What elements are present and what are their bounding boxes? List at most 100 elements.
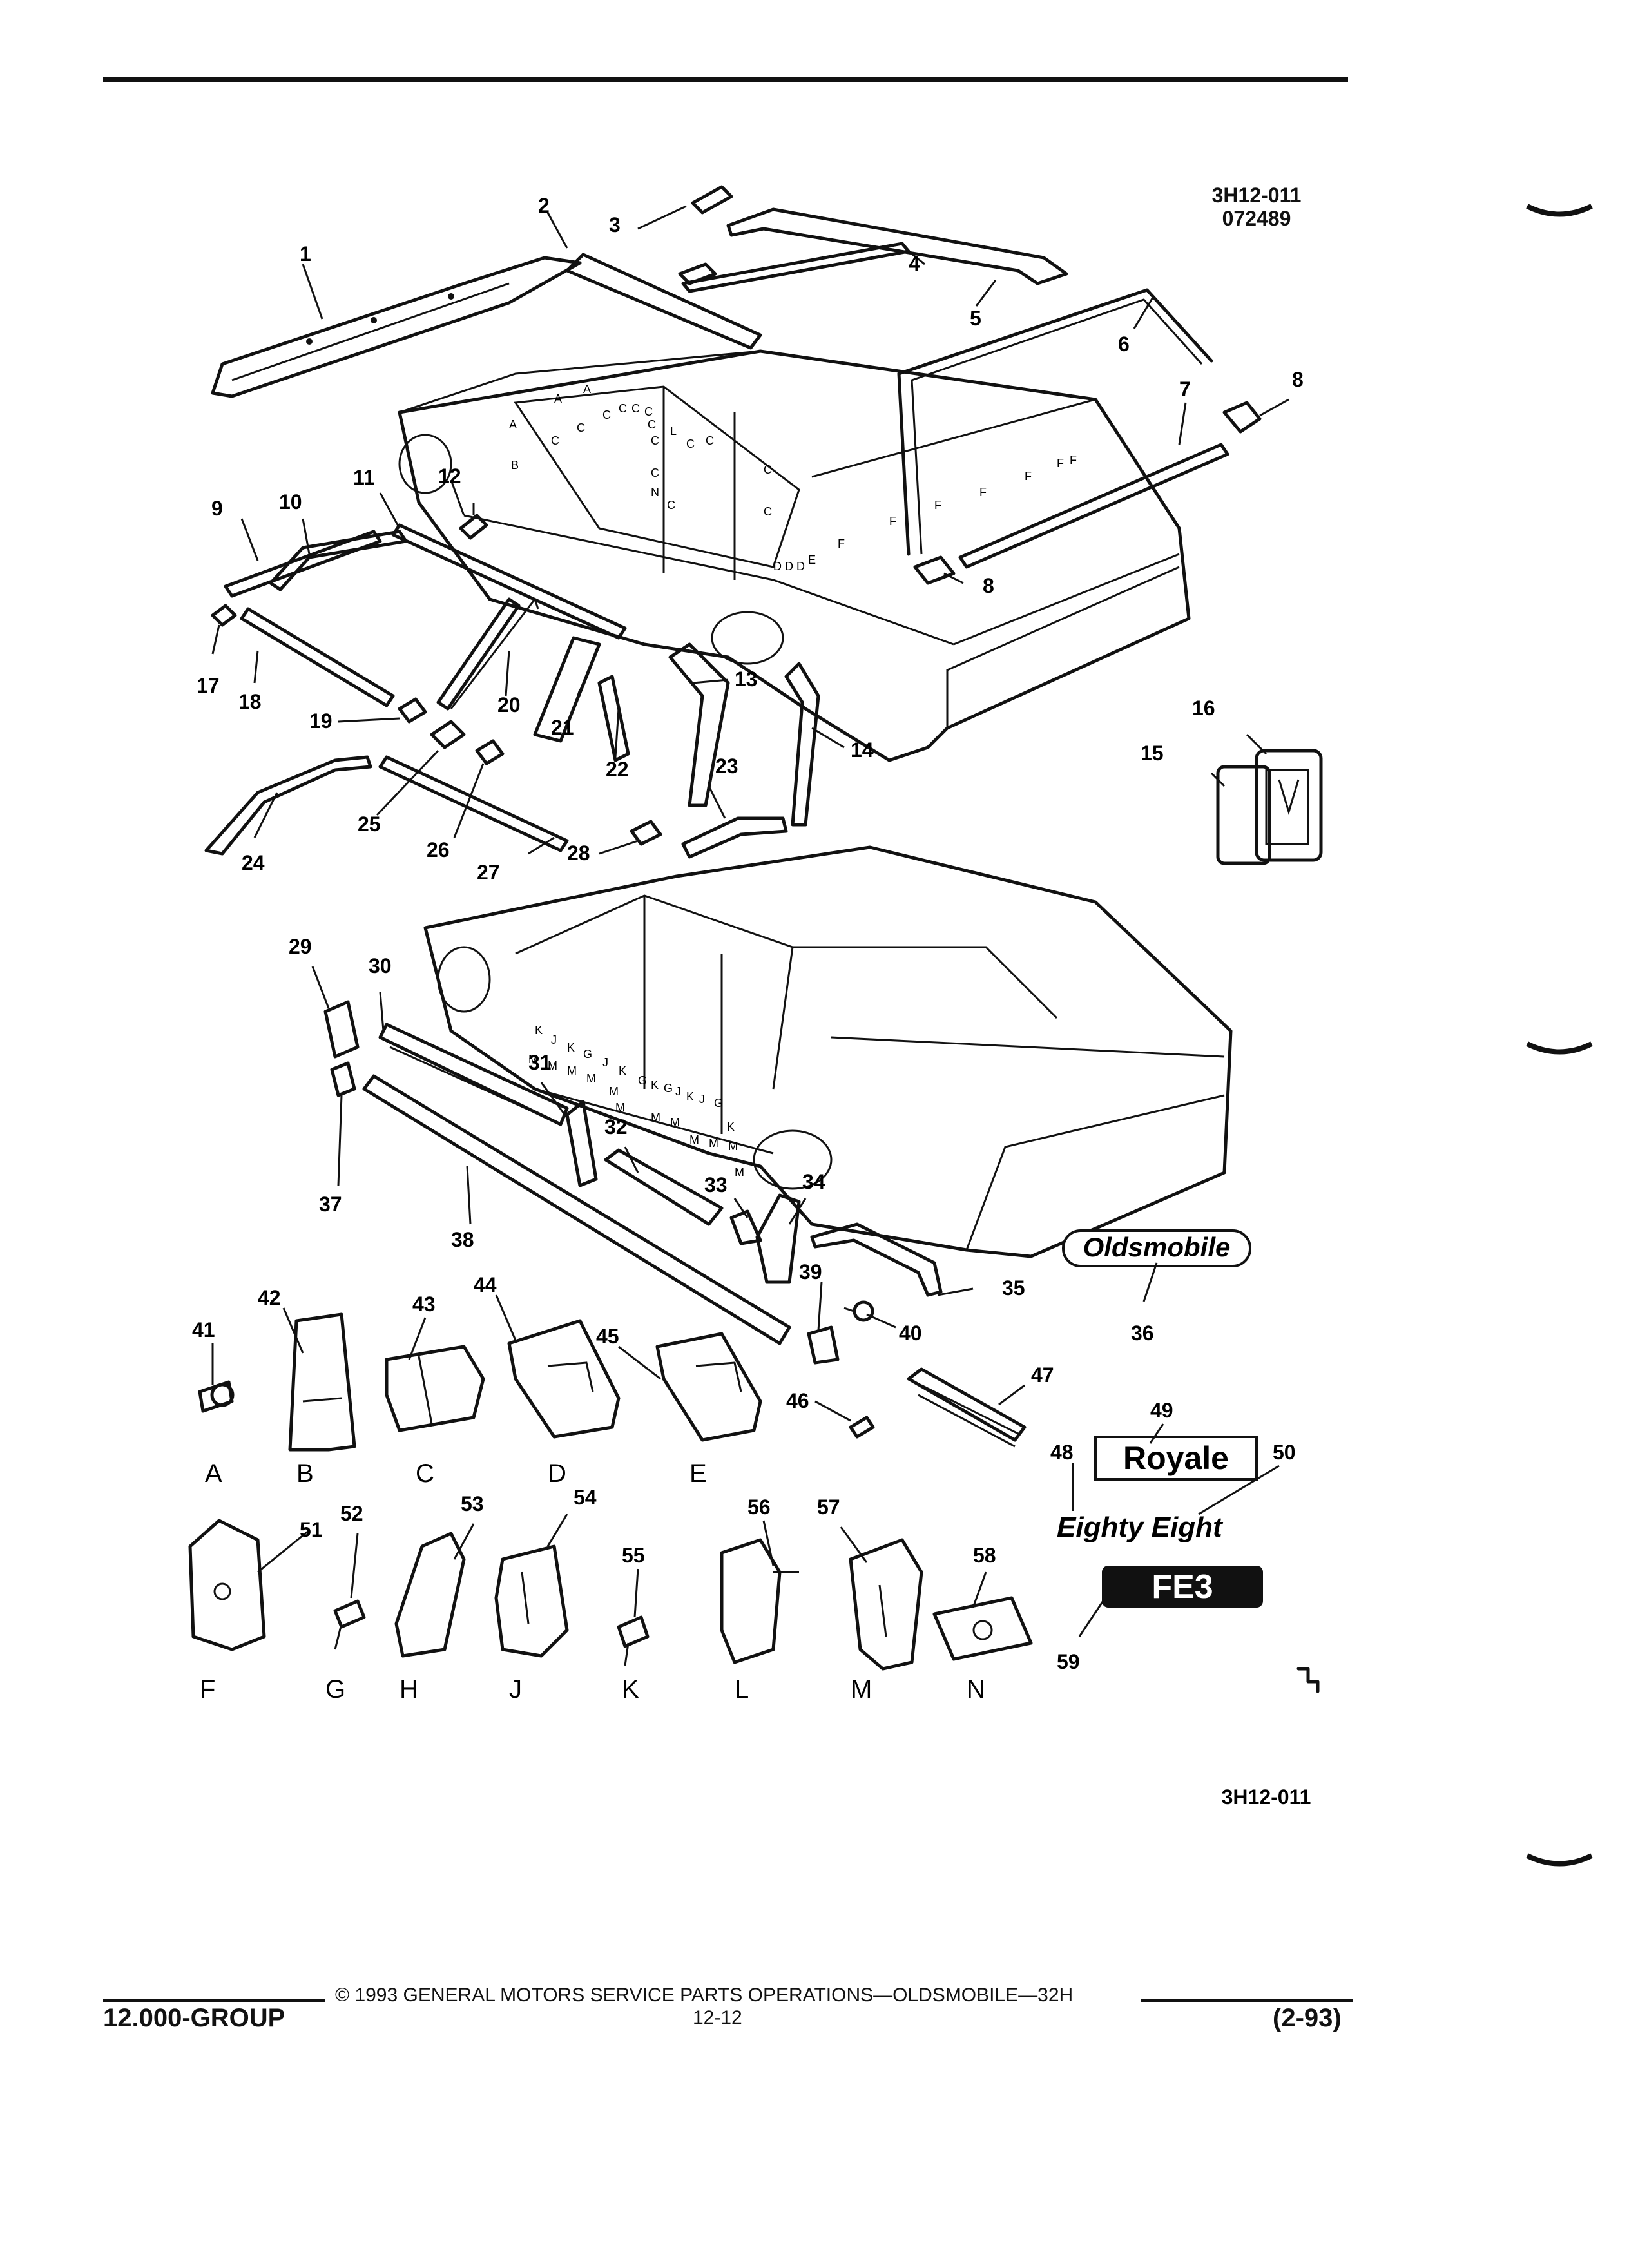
part-40-fastener [843, 1300, 874, 1322]
car-bottom-letter: M [689, 1133, 699, 1146]
part-1-roof-molding [211, 256, 582, 398]
callout-38: 38 [451, 1228, 474, 1251]
part-22-strip [597, 675, 630, 762]
callout-58: 58 [973, 1544, 996, 1567]
callout-6: 6 [1118, 332, 1130, 356]
callout-57: 57 [817, 1495, 840, 1519]
car-top-letter: A [554, 392, 562, 405]
callout-32: 32 [604, 1115, 628, 1139]
illustration-code-bottom: 3H12-011 [1222, 1785, 1311, 1809]
car-bottom-letter: G [583, 1048, 592, 1061]
part-13-molding [668, 642, 730, 807]
callout-1: 1 [300, 242, 311, 265]
leader-lines [211, 205, 1289, 1637]
car-top-letter: N [651, 486, 659, 499]
part-48-eighty-eight-badge: Eighty Eight [1057, 1512, 1224, 1543]
callout-41: 41 [192, 1318, 215, 1341]
callout-52: 52 [340, 1502, 363, 1525]
part-17-clip [211, 604, 237, 627]
part-30-molding [378, 1023, 569, 1126]
car-bottom-letter: M [528, 1053, 538, 1066]
fastener-label-j: J [509, 1675, 522, 1704]
part-8-clip-upper [1222, 401, 1262, 434]
footer-rule-right [1141, 1999, 1353, 2002]
callout-37: 37 [319, 1193, 342, 1216]
callout-55: 55 [622, 1544, 645, 1567]
fastener-label-l: L [735, 1675, 749, 1704]
callout-8-upper: 8 [1292, 368, 1304, 391]
car-top-letter: C [667, 499, 675, 512]
callout-10: 10 [279, 490, 302, 514]
part-9-belt-molding [224, 530, 382, 598]
callout-31: 31 [528, 1051, 552, 1074]
part-55-fastener-k [617, 1615, 650, 1666]
fastener-label-n: N [967, 1675, 985, 1704]
part-25-clip [430, 720, 466, 749]
part-49-royale-badge: Royale [1094, 1436, 1258, 1481]
car-top-letter: B [511, 459, 519, 472]
part-7-deck-molding [958, 443, 1229, 569]
part-14-molding [784, 662, 820, 827]
callout-24: 24 [242, 851, 265, 874]
part-18-sill [240, 607, 395, 707]
fastener-label-k: K [622, 1675, 639, 1704]
callout-14: 14 [851, 738, 874, 762]
part-36-oldsmobile-badge: Oldsmobile [1062, 1229, 1251, 1267]
part-6-window-reveal [897, 288, 1213, 556]
part-56-clip-l [720, 1538, 799, 1664]
callout-30: 30 [369, 954, 392, 977]
fastener-label-m: M [851, 1675, 872, 1704]
car-top-letter: A [509, 418, 517, 431]
car-top-letter: D [785, 560, 793, 573]
fastener-letters: A B C D E F G H J K L M N [200, 1459, 985, 1704]
car-bottom-letter: K [727, 1120, 735, 1133]
badge-oldsmobile-text: Oldsmobile [1083, 1232, 1231, 1262]
callout-8-lower: 8 [983, 574, 994, 597]
callout-27: 27 [477, 861, 500, 884]
car-top-letter: C [764, 505, 772, 518]
car-top-letter: C [577, 421, 585, 434]
car-bottom-letter: M [615, 1101, 625, 1114]
car-top-letter: C [706, 434, 714, 447]
footer-rule-left [103, 1999, 325, 2002]
car-bottom-letter: M [709, 1137, 718, 1149]
part-4-molding [678, 242, 911, 293]
car-top-letter: F [934, 499, 941, 512]
car-top-letter: C [648, 418, 656, 431]
callout-9: 9 [211, 497, 223, 520]
car-top-letter: C [686, 437, 695, 450]
corner-mark-icon [1296, 1667, 1320, 1693]
car-top-letter: F [1057, 457, 1064, 470]
callout-25: 25 [358, 812, 381, 836]
car-bottom-letter: K [619, 1064, 626, 1077]
fastener-label-g: G [325, 1675, 345, 1704]
part-27-sill [378, 755, 569, 852]
car-top-body [398, 349, 1191, 762]
callout-51: 51 [300, 1518, 323, 1541]
car-bottom-letter: G [664, 1082, 673, 1095]
part-57-clip-m [849, 1538, 923, 1671]
badge-eighty-eight-text: Eighty Eight [1057, 1512, 1224, 1543]
margin-mark-icon [1526, 1041, 1593, 1055]
callout-42: 42 [258, 1286, 281, 1309]
car-top-letter: E [808, 553, 816, 566]
car-bottom-letter: M [651, 1111, 660, 1124]
car-bottom-letter: J [699, 1093, 705, 1106]
callout-36: 36 [1131, 1321, 1154, 1345]
car-top-letter: C [764, 463, 772, 476]
margin-mark-icon [1526, 1853, 1593, 1867]
footer-copyright: © 1993 GENERAL MOTORS SERVICE PARTS OPER… [335, 1984, 1074, 2006]
part-53-clip-h [394, 1532, 466, 1658]
callout-2: 2 [538, 194, 550, 217]
callout-13: 13 [735, 668, 758, 691]
car-bottom-letter: J [551, 1033, 557, 1046]
top-rule [103, 77, 1348, 82]
callout-16: 16 [1192, 697, 1215, 720]
part-11-molding [391, 523, 627, 640]
car-top-letter: F [838, 537, 845, 550]
car-bottom-letter: J [602, 1056, 608, 1069]
part-51-clip-f [188, 1519, 266, 1651]
part-59-fe3-badge: FE3 [1102, 1566, 1263, 1608]
callout-47: 47 [1031, 1363, 1054, 1387]
